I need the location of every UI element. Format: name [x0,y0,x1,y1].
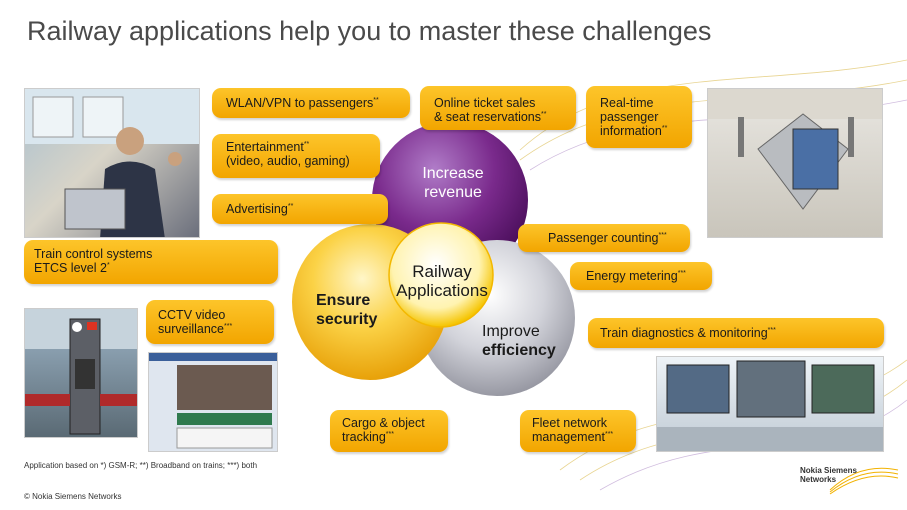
label-cctv: CCTV video surveillance*** [146,300,274,344]
circle-label-security: Ensure security [316,291,377,329]
label-train-control: Train control systems ETCS level 2* [24,240,278,284]
label-ticket: Online ticket sales & seat reservations*… [420,86,576,130]
label-entertainment: Entertainment** (video, audio, gaming) [212,134,380,178]
label-energy: Energy metering*** [570,262,712,290]
label-realtime: Real-time passenger information** [586,86,692,148]
label-advertising: Advertising** [212,194,388,224]
footnote: Application based on *) GSM-R; **) Broad… [24,461,257,470]
label-passenger-counting: Passenger counting*** [518,224,690,252]
circle-label-revenue: Increase revenue [418,164,488,202]
label-fleet: Fleet network management*** [520,410,636,452]
company-logo: Nokia Siemens Networks [800,462,900,502]
circle-label-efficiency: Improve efficiency [482,322,556,360]
label-diagnostics: Train diagnostics & monitoring*** [588,318,884,348]
copyright: © Nokia Siemens Networks [24,492,121,501]
label-cargo: Cargo & object tracking*** [330,410,448,452]
label-wlan: WLAN/VPN to passengers** [212,88,410,118]
center-label: Railway Applications [392,262,492,300]
